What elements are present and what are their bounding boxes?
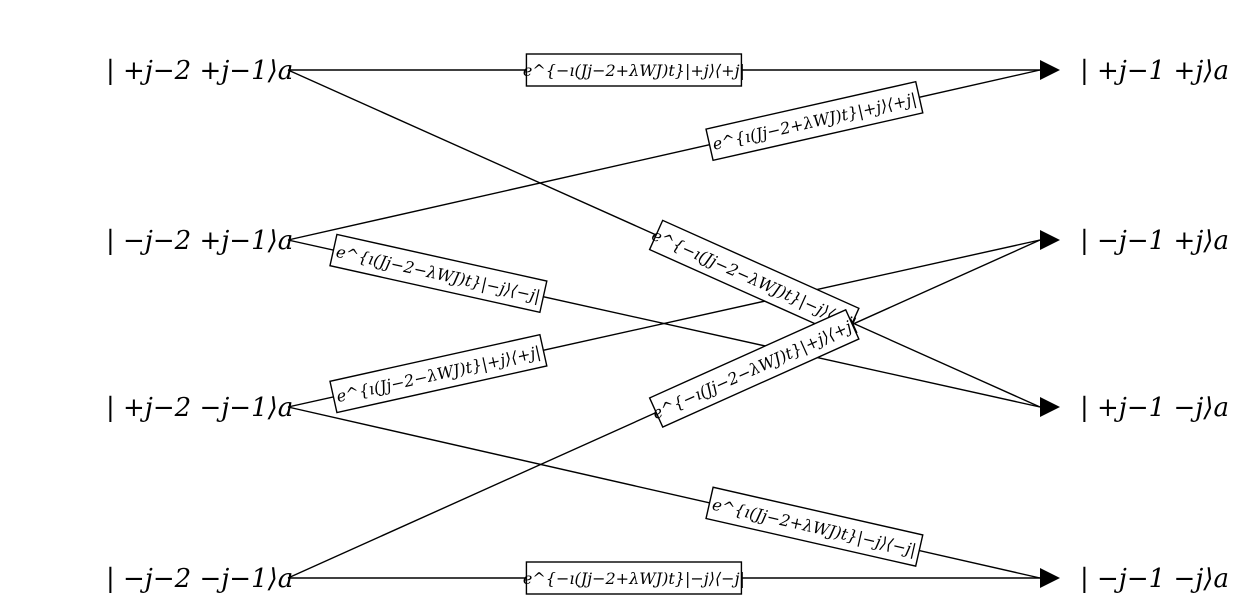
operator-boxes: e^{−ı(Jj−2+λWJ)t}|+j⟩⟨+j|e^{ı(Jj−2+λWJ)t… bbox=[329, 53, 924, 595]
operator-box-frame bbox=[525, 561, 743, 595]
left-state-2: | −j−2 +j−1⟩a bbox=[106, 226, 293, 256]
connection-lines bbox=[287, 69, 1041, 579]
right-state-2: | −j−1 +j⟩a bbox=[1080, 226, 1229, 256]
operator-box-frame bbox=[329, 233, 548, 314]
left-state-4: | −j−2 −j−1⟩a bbox=[106, 564, 293, 594]
operator-box-frame bbox=[705, 80, 924, 162]
state-nodes: | +j−2 +j−1⟩a | −j−2 +j−1⟩a | +j−2 −j−1⟩a |… bbox=[106, 56, 1229, 594]
arrowhead-1 bbox=[1040, 60, 1060, 80]
arrowhead-4 bbox=[1040, 568, 1060, 588]
arrowheads bbox=[1040, 60, 1060, 588]
operator-box-5: e^{ı(Jj−2−λWJ)t}|+j⟩⟨+j| bbox=[329, 333, 548, 414]
connection-2 bbox=[287, 69, 1041, 241]
operator-box-frame bbox=[705, 486, 924, 567]
operator-label: e^{−ı(Jj−2−λWJ)t}|+j⟩⟨+j| bbox=[649, 315, 859, 423]
operator-label: e^{−ı(Jj−2+λWJ)t}|+j⟩⟨+j| bbox=[523, 61, 745, 80]
operator-box-frame bbox=[329, 333, 548, 414]
left-state-3: | +j−2 −j−1⟩a bbox=[106, 393, 293, 423]
right-state-4: | −j−1 −j⟩a bbox=[1080, 564, 1229, 594]
operator-box-4: e^{ı(Jj−2−λWJ)t}|−j⟩⟨−j| bbox=[329, 233, 548, 314]
operator-box-8: e^{−ı(Jj−2+λWJ)t}|−j⟩⟨−j| bbox=[523, 561, 745, 595]
operator-box-2: e^{ı(Jj−2+λWJ)t}|+j⟩⟨+j| bbox=[705, 80, 924, 162]
left-state-1: | +j−2 +j−1⟩a bbox=[106, 56, 293, 86]
right-state-1: | +j−1 +j⟩a bbox=[1080, 56, 1229, 86]
arrowhead-2 bbox=[1040, 230, 1060, 250]
operator-box-7: e^{ı(Jj−2+λWJ)t}|−j⟩⟨−j| bbox=[705, 486, 924, 567]
operator-box-1: e^{−ı(Jj−2+λWJ)t}|+j⟩⟨+j| bbox=[523, 53, 745, 87]
right-state-3: | +j−1 −j⟩a bbox=[1080, 393, 1229, 423]
connection-7 bbox=[287, 406, 1041, 579]
arrowhead-3 bbox=[1040, 397, 1060, 417]
operator-label: e^{−ı(Jj−2+λWJ)t}|−j⟩⟨−j| bbox=[523, 569, 745, 588]
operator-box-frame bbox=[648, 308, 860, 429]
operator-box-frame bbox=[525, 53, 743, 87]
